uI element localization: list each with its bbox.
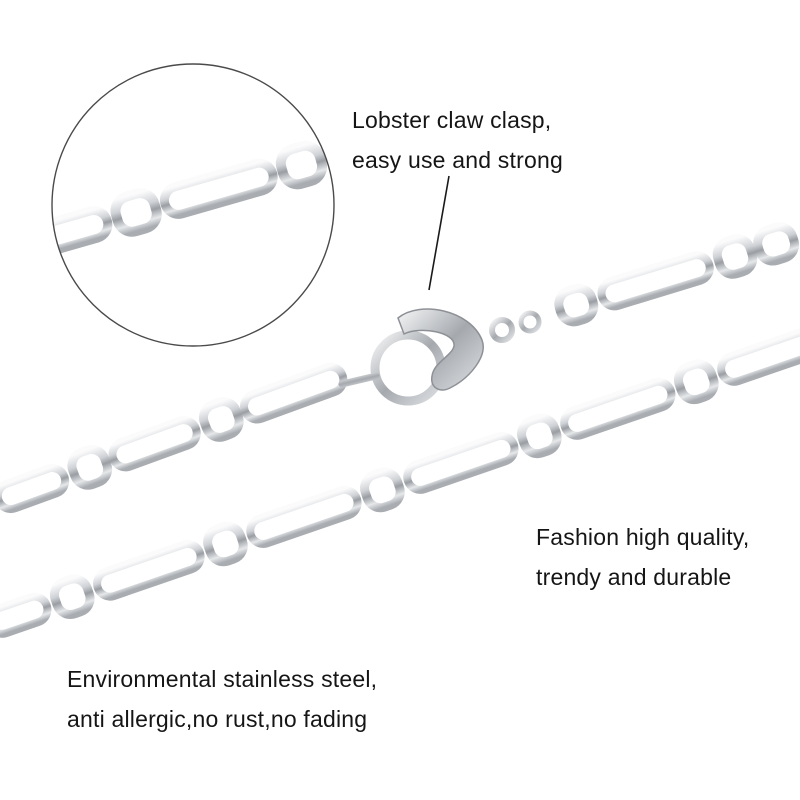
clasp-caption-line1: Lobster claw clasp, [352, 107, 552, 133]
chain-strand-upper-left [0, 362, 348, 514]
steel-caption-line1: Environmental stainless steel, [67, 666, 378, 692]
quality-caption: Fashion high quality, trendy and durable [536, 517, 749, 597]
clasp-caption: Lobster claw clasp, easy use and strong [352, 100, 563, 180]
lobster-clasp [338, 308, 542, 406]
clasp-caption-line2: easy use and strong [352, 147, 563, 173]
zoom-detail-circle [51, 63, 335, 347]
chain-strand-lower [0, 323, 800, 638]
steel-caption-line2: anti allergic,no rust,no fading [67, 706, 368, 732]
clasp-pointer-line [428, 175, 450, 291]
quality-caption-line1: Fashion high quality, [536, 524, 750, 550]
chain-strand-upper-right [554, 222, 800, 327]
steel-caption: Environmental stainless steel, anti alle… [67, 659, 377, 739]
quality-caption-line2: trendy and durable [536, 564, 732, 590]
